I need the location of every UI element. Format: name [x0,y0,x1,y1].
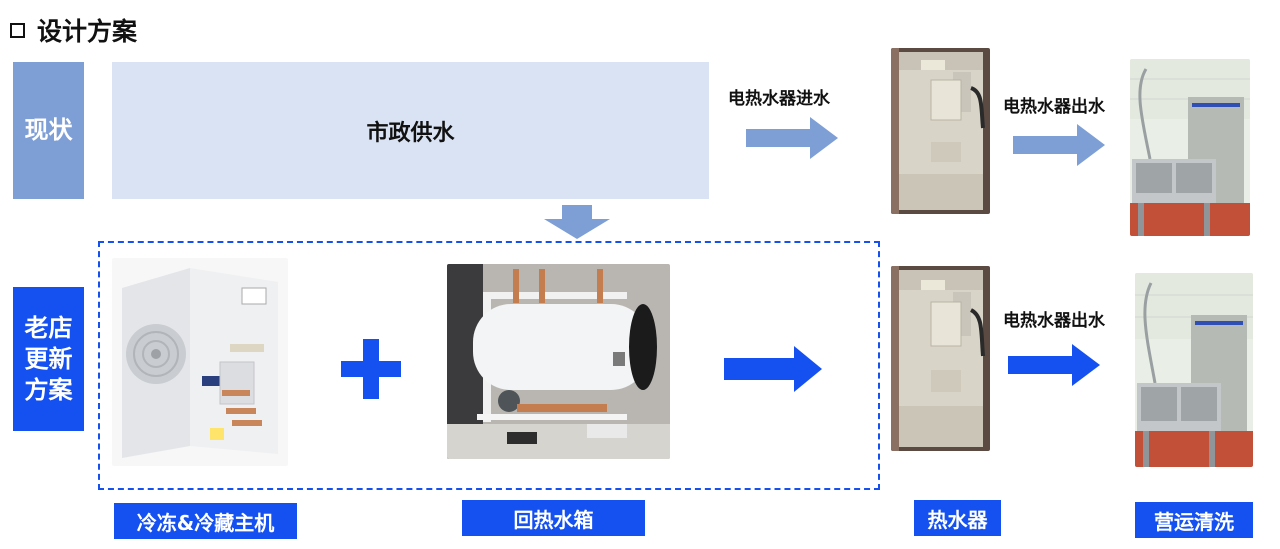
label-heat-recovery-tank: 回热水箱 [462,500,645,536]
wash-station-image-new [1135,273,1253,467]
arrow-down-icon [544,205,610,239]
wash-station-image-current [1130,59,1250,236]
row-label-new-line-3: 方案 [24,375,73,404]
municipal-supply-box: 市政供水 [112,62,709,199]
row-label-new-line-2: 更新 [24,344,73,373]
water-heater-image-new [891,266,990,451]
inlet-label: 电热水器进水 [728,89,830,109]
condensing-unit-image [112,258,288,466]
row-label-current: 现状 [13,62,84,199]
arrow-right-icon [1008,344,1100,386]
row-label-new-line-1: 老店 [24,313,73,342]
page-title-text: 设计方案 [37,17,138,46]
label-water-heater: 热水器 [914,500,1001,536]
label-refrigeration-unit: 冷冻&冷藏主机 [114,503,297,539]
water-heater-image-current [891,48,990,214]
arrow-right-icon [724,346,822,392]
new-scheme-group [98,241,880,490]
checkbox-icon [10,22,25,38]
heat-recovery-tank-image [447,264,670,459]
arrow-right-icon [1013,124,1105,166]
outlet-label-current: 电热水器出水 [1003,97,1105,117]
outlet-label-new: 电热水器出水 [1003,311,1105,331]
arrow-right-icon [746,117,838,159]
page-title: 设计方案 [10,12,137,48]
label-wash-operation: 营运清洗 [1135,502,1253,538]
plus-icon [341,339,401,399]
row-label-new: 老店 更新 方案 [13,287,84,431]
